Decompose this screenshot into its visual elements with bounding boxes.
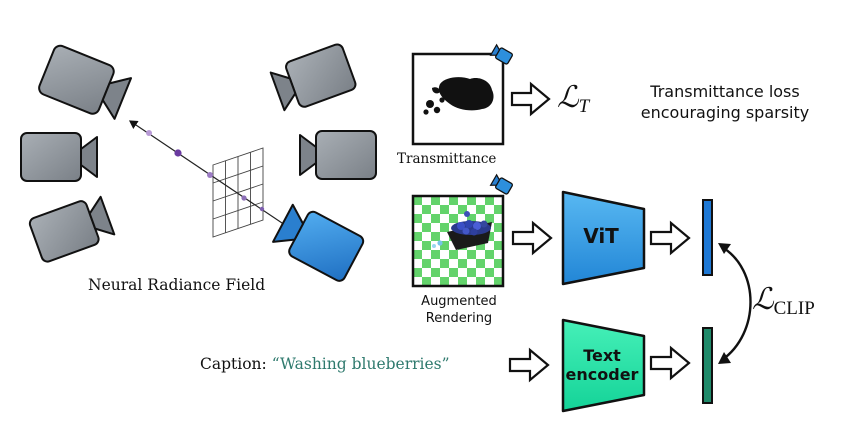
text-embedding-bar [702,327,713,404]
augmented-rendering-image [411,173,513,288]
arrow-vit-to-embedding [649,220,691,256]
transmittance-label: Transmittance [397,151,497,167]
camera-top-left [38,44,133,120]
ray-sample-point [174,149,182,157]
text-encoder-label: Text encoder [565,346,639,384]
ray-sample-point [146,130,152,136]
camera-mid-left [20,132,98,182]
caption-prefix: Caption: [200,355,272,373]
augmented-rendering-label: Augmented Rendering [421,294,497,326]
ray-sample-point [241,195,247,201]
arrow-caption-to-text-encoder [508,347,550,383]
vit-encoder-block [561,190,646,286]
camera-ray [129,120,289,228]
text-encoder-block [561,318,646,413]
ray-sample-point [259,206,265,212]
arrow-render-to-vit [511,220,553,256]
camera-mid-right [299,130,377,180]
camera-active-blue [272,203,365,282]
vit-label: ViT [583,224,619,248]
ray-sample-point [207,172,213,178]
caption-text: “Washing blueberries” [271,355,450,373]
transmittance-loss-description: Transmittance loss encouraging sparsity [640,82,810,122]
camera-bottom-left [28,195,116,263]
transmittance-image [411,43,513,146]
camera-top-right [269,43,357,112]
image-embedding-bar [702,199,713,276]
clip-loss-symbol: ℒCLIP [752,283,815,319]
arrow-text-encoder-to-embedding [649,345,691,381]
transmittance-loss-symbol: ℒT [557,81,590,117]
clip-similarity-arrow [718,243,752,364]
caption-line: Caption: “Washing blueberries” [200,355,450,373]
nerf-label: Neural Radiance Field [88,276,266,294]
arrow-transmittance-to-loss [510,81,551,117]
image-plane-grid [212,147,264,238]
